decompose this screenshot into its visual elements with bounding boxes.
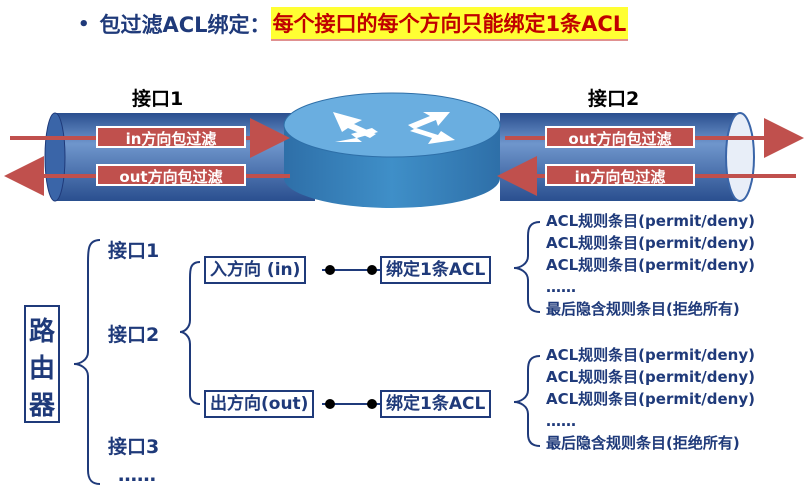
in-direction-box: 入方向 (in): [204, 256, 307, 284]
interface1-label: 接口1: [132, 88, 184, 110]
rule-item: ACL规则条目(permit/deny): [546, 390, 755, 408]
bind-acl-out-box: 绑定1条ACL: [380, 390, 492, 418]
router-icon: [283, 92, 501, 208]
title-main: 包过滤ACL绑定：: [99, 13, 271, 37]
rule-item: ……: [546, 278, 576, 296]
rule-item-implicit: 最后隐含规则条目(拒绝所有): [546, 434, 740, 452]
bullet-icon: •: [78, 13, 90, 35]
router-label-box: 路 由 器: [24, 305, 60, 423]
tree-interface3: 接口3: [108, 436, 160, 458]
bind-acl-in-box: 绑定1条ACL: [380, 256, 492, 284]
right-in-filter: in方向包过滤: [545, 164, 695, 186]
router-char-3: 器: [28, 391, 55, 421]
left-out-filter: out方向包过滤: [96, 164, 246, 186]
rule-item: ……: [546, 412, 576, 430]
tree-interface2: 接口2: [108, 324, 160, 346]
rule-item-implicit: 最后隐含规则条目(拒绝所有): [546, 300, 740, 318]
left-in-filter: in方向包过滤: [96, 126, 246, 148]
rule-item: ACL规则条目(permit/deny): [546, 346, 755, 364]
rule-item: ACL规则条目(permit/deny): [546, 212, 755, 230]
connector-dots: [325, 265, 377, 409]
title-highlight: 每个接口的每个方向只能绑定1条ACL: [270, 7, 629, 41]
out-direction-box: 出方向(out): [204, 390, 315, 418]
rule-item: ACL规则条目(permit/deny): [546, 368, 755, 386]
right-out-filter: out方向包过滤: [545, 126, 695, 148]
rule-item: ACL规则条目(permit/deny): [546, 234, 755, 252]
router-char-1: 路: [28, 317, 55, 347]
page-title: • 包过滤ACL绑定： 每个接口的每个方向只能绑定1条ACL: [78, 6, 629, 42]
tree-interface1: 接口1: [108, 240, 160, 262]
rule-list-out: ACL规则条目(permit/deny) ACL规则条目(permit/deny…: [546, 344, 755, 454]
tree-ellipsis: ……: [118, 464, 156, 486]
interface2-label: 接口2: [588, 88, 640, 110]
rule-item: ACL规则条目(permit/deny): [546, 256, 755, 274]
router-char-2: 由: [28, 354, 55, 384]
rule-list-in: ACL规则条目(permit/deny) ACL规则条目(permit/deny…: [546, 210, 755, 320]
